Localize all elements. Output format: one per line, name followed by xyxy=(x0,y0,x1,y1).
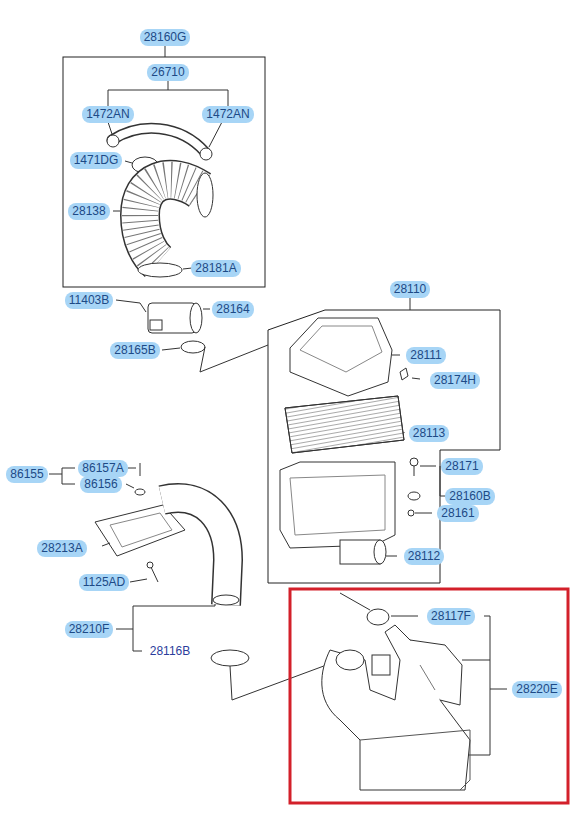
callout-number: 28112 xyxy=(404,548,444,565)
callout-number: 28113 xyxy=(409,425,449,442)
callout-number: 28171 xyxy=(441,458,482,475)
callout-number: 28111 xyxy=(406,347,446,364)
callout-number: 86156 xyxy=(80,476,121,493)
callout-number: 28138 xyxy=(68,203,109,220)
callout-number: 28160G xyxy=(140,29,191,46)
callout-number: 28220E xyxy=(512,681,561,698)
callout-number: 28160B xyxy=(445,488,494,505)
callout-number: 1472AN xyxy=(202,106,253,123)
callout-number: 26710 xyxy=(147,64,188,81)
callout-number: 28110 xyxy=(390,281,430,298)
callout-number: 28213A xyxy=(37,540,86,557)
callout-number: 28165B xyxy=(110,342,159,359)
callout-number: 1472AN xyxy=(82,106,133,123)
callout-number: 11403B xyxy=(65,292,113,309)
callout-number: 28117F xyxy=(427,608,475,625)
callout-number: 86157A xyxy=(78,460,127,477)
callout-number: 28181A xyxy=(191,260,240,277)
callout-number: 28210F xyxy=(65,621,114,638)
callout-number: 28174H xyxy=(430,372,480,389)
callout-number: 28161 xyxy=(437,505,478,522)
callout-number: 1125AD xyxy=(79,574,129,591)
callout-number: 1471DG xyxy=(70,152,123,169)
callout-number: 86155 xyxy=(6,466,47,483)
callout-number: 28116B xyxy=(148,644,192,659)
callout-number: 28164 xyxy=(212,301,253,318)
